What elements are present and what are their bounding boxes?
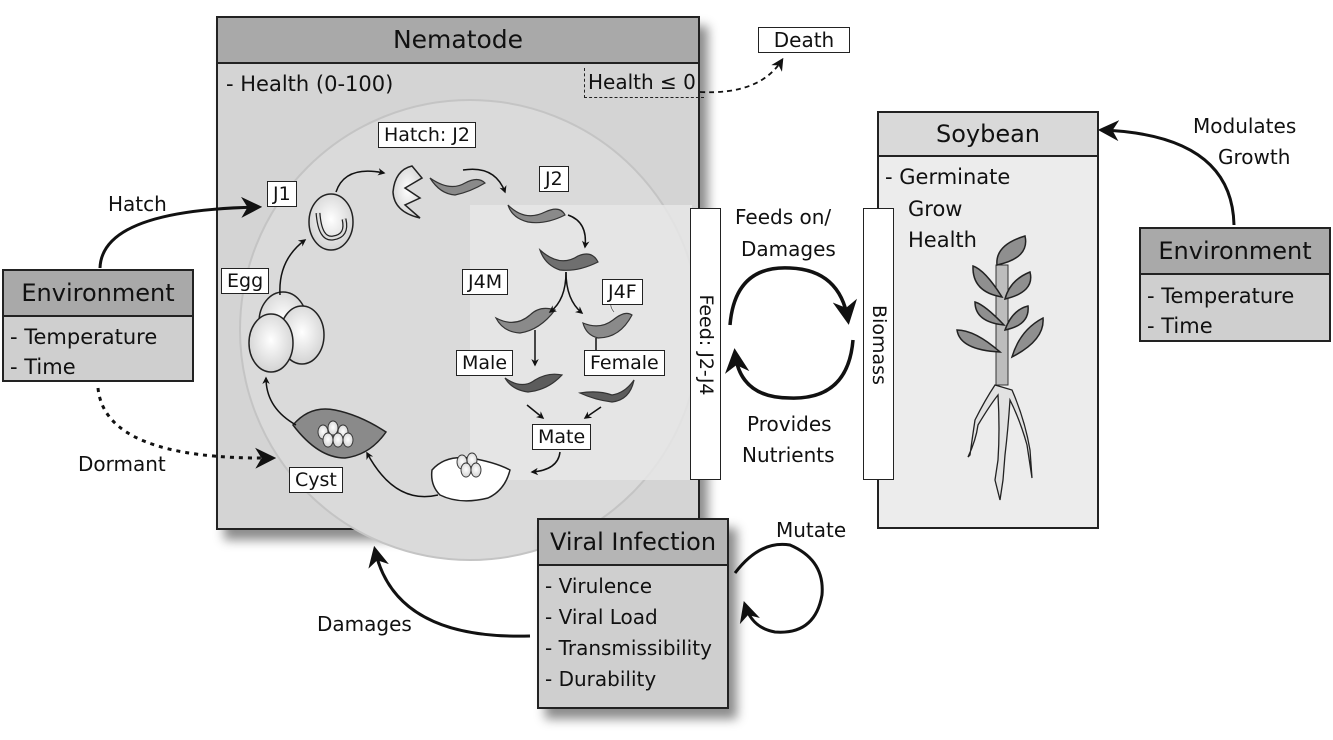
feed-bar: Feed: J2-J4 — [690, 208, 721, 480]
nematode-attr-health: - Health (0-100) — [226, 72, 394, 96]
arrow-viral-damages — [368, 545, 531, 638]
label-j4m: J4M — [462, 269, 509, 295]
viral-infection-header: Viral Infection — [539, 520, 727, 566]
environment-right-box: Environment - Temperature - Time — [1139, 227, 1331, 342]
environment-left-box: Environment - Temperature - Time — [2, 269, 194, 382]
edge-label-viral-damages: Damages — [317, 612, 412, 636]
edge-label-feeds-1: Feeds on/ — [735, 205, 832, 229]
viral-infection-box: Viral Infection - Virulence - Viral Load… — [537, 518, 729, 709]
environment-right-attr-time: - Time — [1147, 314, 1213, 338]
viral-attr-durability: - Durability — [545, 667, 657, 691]
soybean-attr-germinate: - Germinate — [885, 165, 1011, 189]
label-male: Male — [456, 350, 514, 376]
label-mate: Mate — [532, 424, 592, 450]
lifecycle-arrows — [262, 168, 602, 498]
edge-label-provides-1: Provides — [747, 412, 832, 436]
arrow-provides-nutrients — [725, 339, 855, 400]
edge-label-modulates: Modulates — [1193, 114, 1297, 138]
environment-right-title: Environment — [1158, 237, 1312, 265]
environment-right-attr-temperature: - Temperature — [1147, 284, 1295, 308]
worm-j2 — [507, 204, 566, 224]
environment-right-header: Environment — [1141, 229, 1329, 275]
viral-attr-viral-load: - Viral Load — [545, 605, 658, 629]
biomass-bar-text: Biomass — [868, 305, 890, 385]
worm-j3 — [538, 248, 599, 271]
label-j2: J2 — [539, 166, 569, 192]
edge-label-dormant: Dormant — [78, 452, 166, 476]
viral-infection-title: Viral Infection — [549, 528, 717, 556]
edge-label-provides-2: Nutrients — [742, 443, 835, 467]
arrow-hatch-to-j2 — [462, 168, 507, 194]
arrow-sac-to-cyst — [366, 451, 439, 498]
egg-sac-eggs — [456, 452, 482, 478]
soybean-title: Soybean — [935, 120, 1041, 148]
arrow-dormant — [96, 387, 277, 469]
viral-attr-transmissibility: - Transmissibility — [545, 636, 712, 660]
arrow-mate-to-sac — [530, 451, 561, 476]
nematode-header: Nematode — [218, 18, 698, 64]
arrow-egg-to-j1 — [279, 239, 307, 296]
arrow-modulates-growth — [1097, 120, 1236, 226]
worm-hatch — [429, 177, 486, 196]
arrow-cyst-to-egg — [262, 376, 297, 426]
environment-left-attr-temperature: - Temperature — [10, 325, 158, 349]
hatched-shell-icon — [392, 165, 424, 219]
egg-cluster-icon — [248, 291, 325, 373]
arrow-male-to-mate — [526, 404, 545, 419]
label-cyst: Cyst — [289, 467, 343, 493]
arrow-j2-to-j3 — [567, 214, 590, 249]
label-j4f: J4F — [602, 279, 643, 305]
edge-label-hatch: Hatch — [108, 192, 167, 216]
death-condition-text: Health ≤ 0 — [588, 70, 696, 94]
biomass-bar: Biomass — [863, 208, 894, 480]
label-hatch-j2: Hatch: J2 — [378, 122, 477, 148]
edge-label-growth: Growth — [1218, 145, 1291, 169]
soybean-attr-grow: Grow — [908, 197, 963, 221]
environment-left-header: Environment — [4, 271, 192, 317]
viral-attr-virulence: - Virulence — [545, 574, 653, 598]
environment-left-attr-time: - Time — [10, 355, 76, 379]
edge-label-mutate: Mutate — [776, 518, 847, 542]
worm-j4f — [582, 312, 633, 339]
death-box: Death — [758, 27, 850, 53]
arrow-feeds-damages — [728, 266, 857, 326]
edge-label-feeds-2: Damages — [741, 237, 836, 261]
arrow-split-right — [565, 271, 584, 314]
environment-left-title: Environment — [21, 279, 175, 307]
label-j1: J1 — [267, 181, 297, 207]
death-condition-box: Health ≤ 0 — [584, 68, 704, 98]
arrow-female-to-mate — [583, 406, 602, 419]
arrow-hatch — [98, 196, 263, 269]
label-female: Female — [584, 350, 665, 376]
nematode-title: Nematode — [392, 25, 524, 54]
worm-male — [504, 373, 564, 393]
label-egg: Egg — [221, 268, 270, 294]
soybean-header: Soybean — [879, 113, 1097, 157]
arrow-j1-to-hatch — [335, 168, 386, 193]
soybean-attr-health: Health — [908, 228, 977, 252]
worm-icons — [429, 177, 635, 403]
arrow-mutate — [733, 542, 824, 634]
cyst-eggs — [317, 420, 354, 448]
worm-female — [577, 379, 635, 403]
arrow-death — [699, 57, 784, 94]
j1-egg-icon — [308, 193, 354, 251]
